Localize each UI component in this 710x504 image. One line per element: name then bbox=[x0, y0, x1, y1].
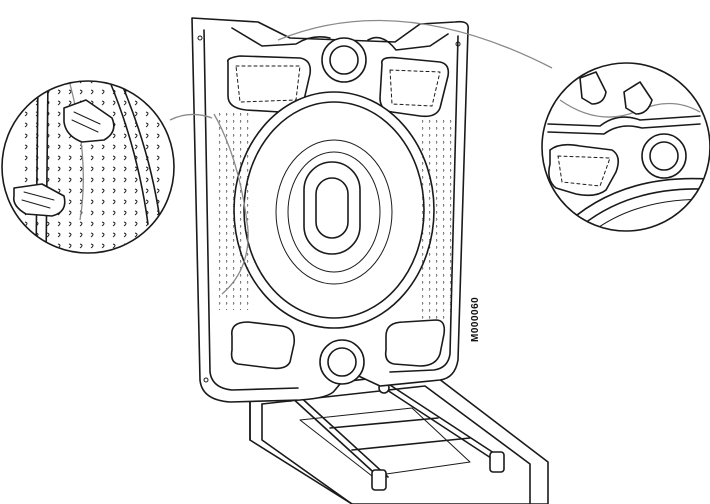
drum-panel bbox=[191, 17, 470, 403]
base-stand bbox=[249, 371, 549, 504]
detail-circle-left bbox=[1, 80, 175, 254]
leader-line-right bbox=[277, 19, 553, 69]
reference-code-label: M000060 bbox=[470, 296, 481, 342]
detail-circle-right bbox=[541, 62, 710, 232]
leader-line-left bbox=[169, 113, 213, 121]
